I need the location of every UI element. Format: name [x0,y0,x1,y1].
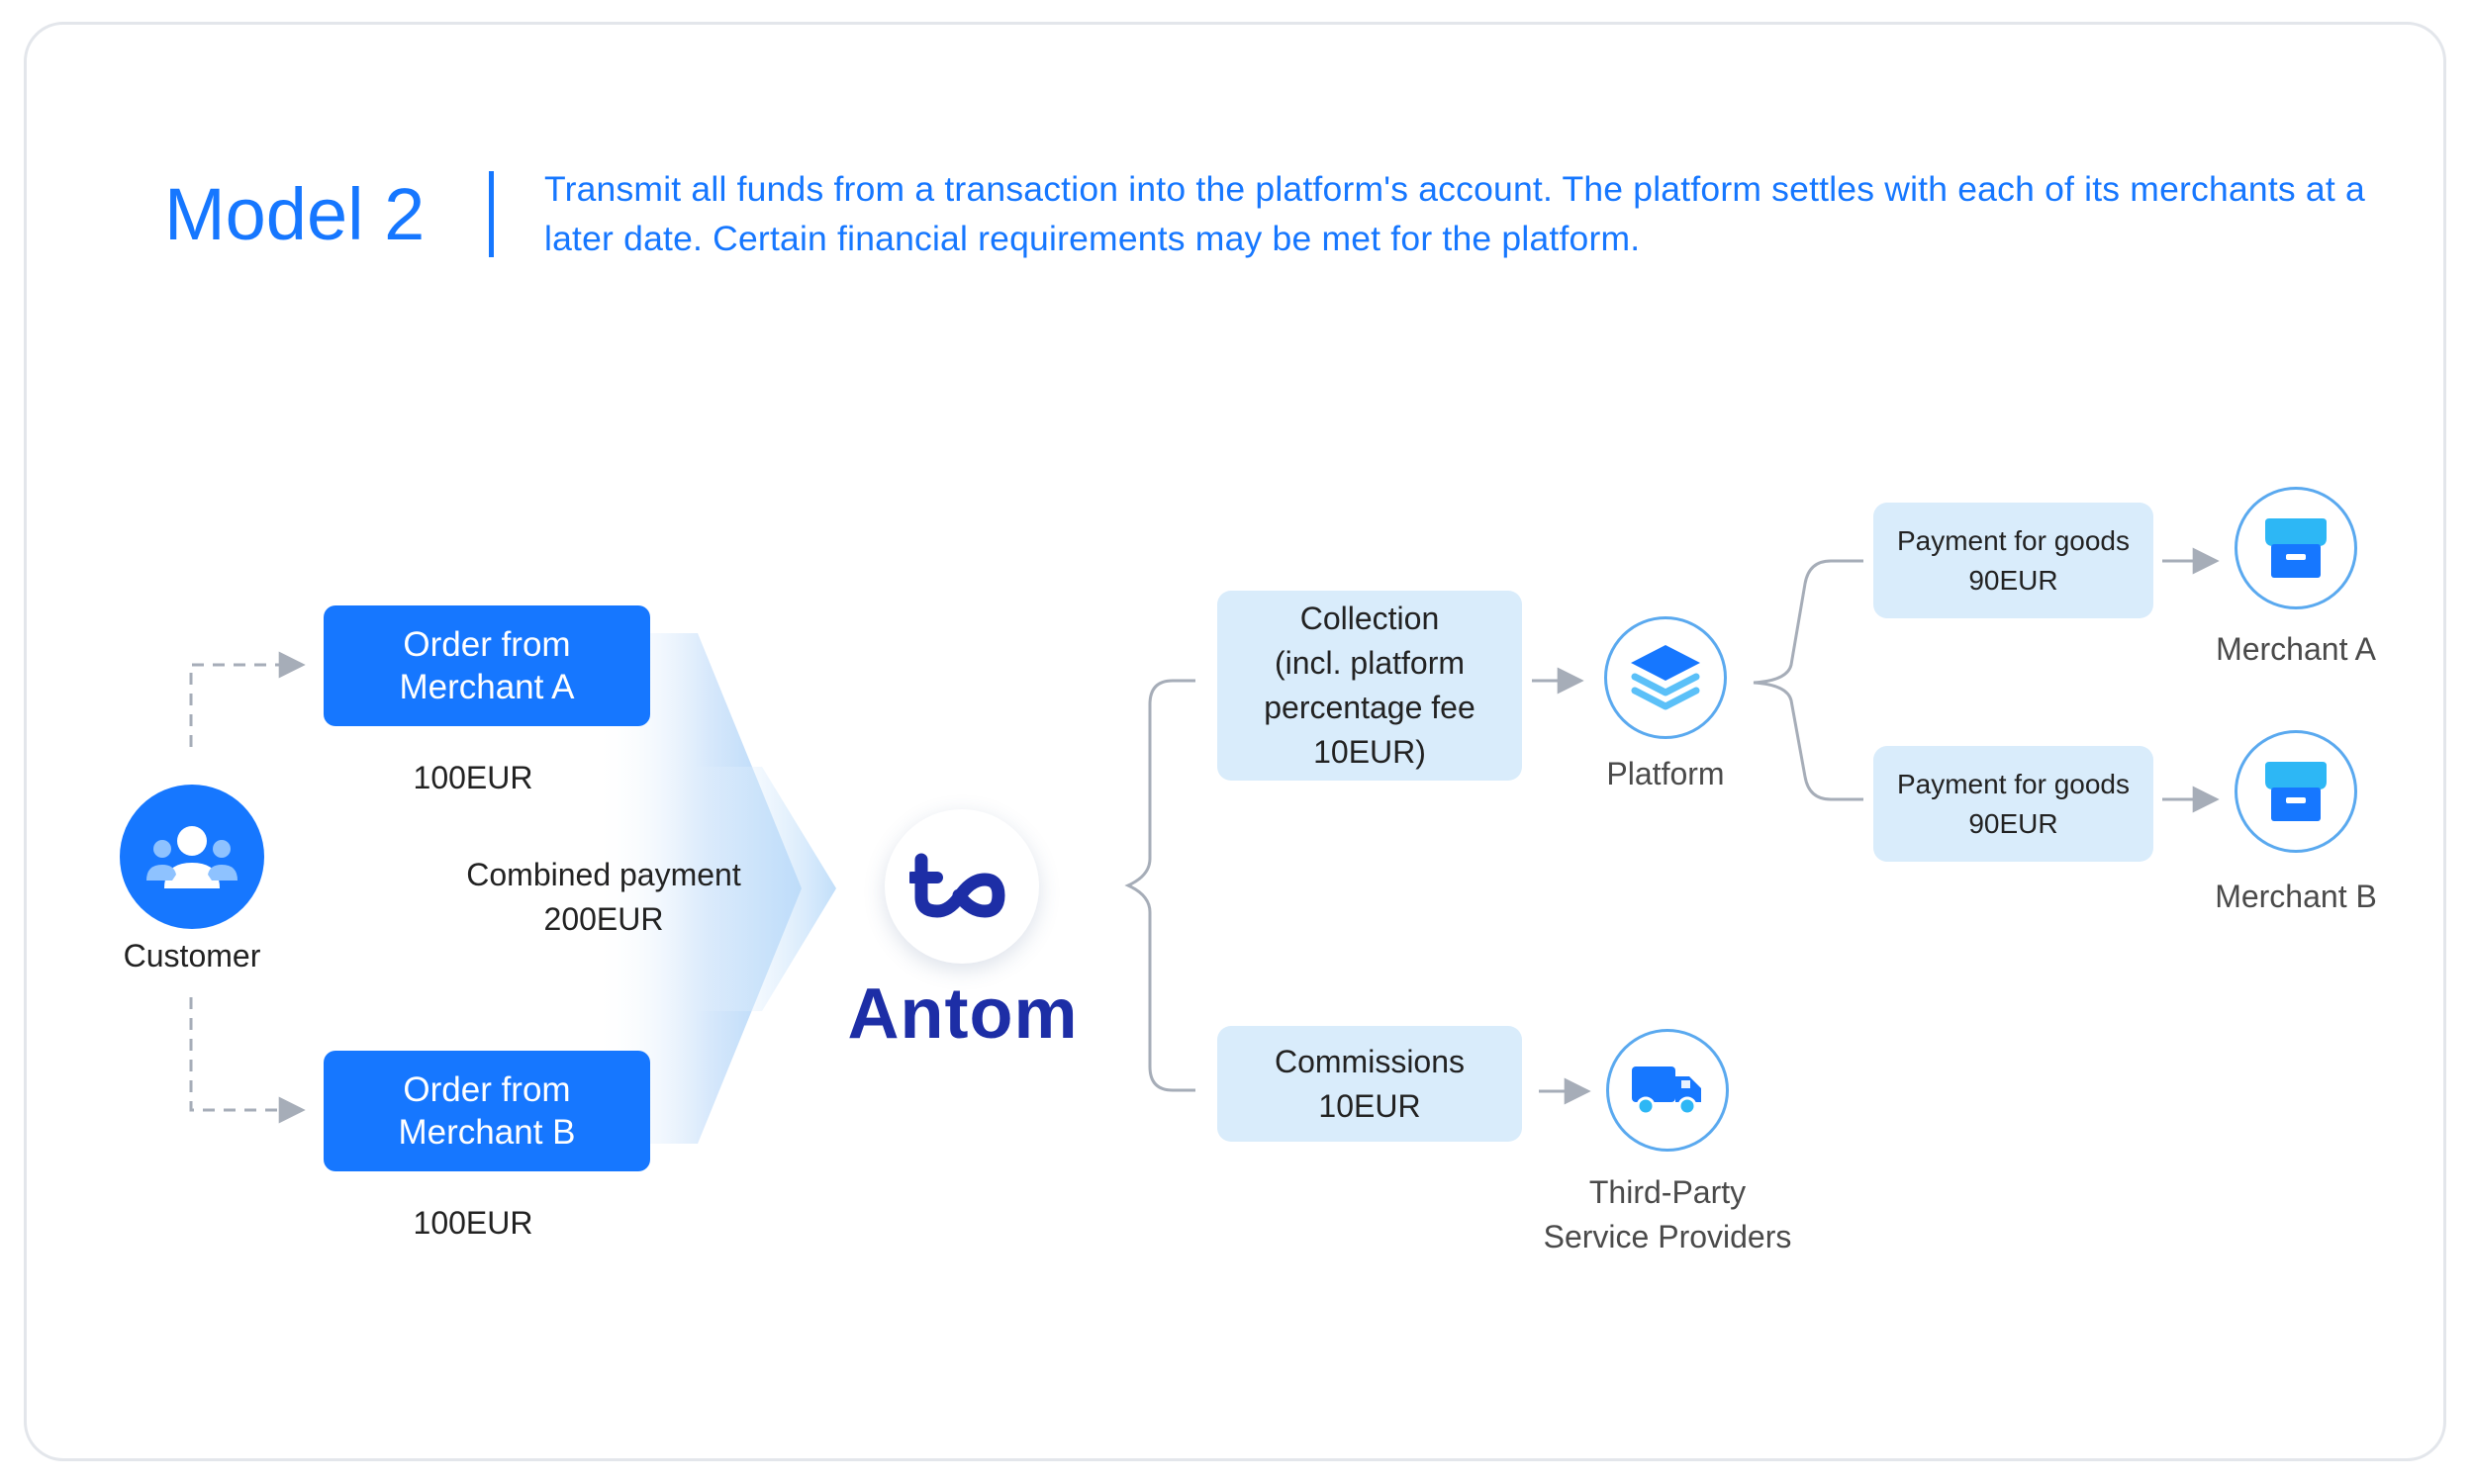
platform-label: Platform [1606,756,1725,791]
order-b-amount: 100EUR [413,1205,533,1241]
order-a-line1: Order from [403,625,571,664]
providers-line2: Service Providers [1543,1219,1792,1254]
goods-payment-a-box: Payment for goods 90EUR [1873,503,2153,618]
collection-line4: 10EUR) [1313,734,1426,770]
users-icon [146,826,238,888]
merchant-a-icon-circle [2235,487,2357,609]
goods-b-line2: 90EUR [1968,807,2058,839]
goods-a-line2: 90EUR [1968,564,2058,596]
commissions-line2: 10EUR [1318,1087,1421,1124]
combined-line1: Combined payment [466,857,741,892]
commissions-line1: Commissions [1274,1043,1466,1079]
order-a-amount: 100EUR [413,760,533,795]
merchant-b-icon-circle [2235,730,2357,853]
order-merchant-b-box: Order from Merchant B [324,1051,650,1171]
combined-line2: 200EUR [543,901,664,937]
title-divider [489,171,494,257]
collection-line3: percentage fee [1264,690,1475,725]
goods-b-line1: Payment for goods [1896,768,2131,799]
antom-wordmark: Antom [847,974,1079,1054]
merchant-a-label: Merchant A [2216,631,2376,667]
platform-split-bracket [1753,559,1863,801]
store-icon [2265,762,2327,821]
collection-line2: (incl. platform [1274,645,1466,681]
platform-icon-circle [1604,616,1727,739]
order-b-line2: Merchant B [398,1113,576,1152]
model-description: Transmit all funds from a transaction in… [544,169,2365,258]
collection-box: Collection (incl. platform percentage fe… [1217,591,1522,781]
antom-split-bracket [1124,679,1195,1092]
page-title: Model 2 [164,173,426,255]
antom-logo-circle [885,809,1039,964]
antom-logo-icon [909,853,1005,918]
goods-a-line1: Payment for goods [1896,524,2131,556]
goods-payment-b-box: Payment for goods 90EUR [1873,746,2153,862]
merchant-b-label: Merchant B [2215,879,2377,914]
providers-label: Third-Party Service Providers [1519,1170,1816,1259]
layers-icon [1631,645,1700,710]
customer-to-order-b-arrow [189,997,306,1124]
providers-icon-circle [1606,1029,1729,1152]
store-icon [2265,518,2327,578]
collection-line1: Collection [1299,601,1440,636]
customer-to-order-a-arrow [189,651,306,747]
combined-payment-label: Combined payment 200EUR [435,853,772,942]
providers-line1: Third-Party [1588,1174,1747,1210]
order-a-line2: Merchant A [399,668,575,706]
customer-label: Customer [123,938,261,974]
flow-chevron-small [693,767,836,1011]
commissions-box: Commissions 10EUR [1217,1026,1522,1142]
customer-avatar [120,785,264,929]
truck-icon [1632,1067,1701,1116]
order-b-line1: Order from [403,1070,571,1109]
order-merchant-a-box: Order from Merchant A [324,605,650,726]
